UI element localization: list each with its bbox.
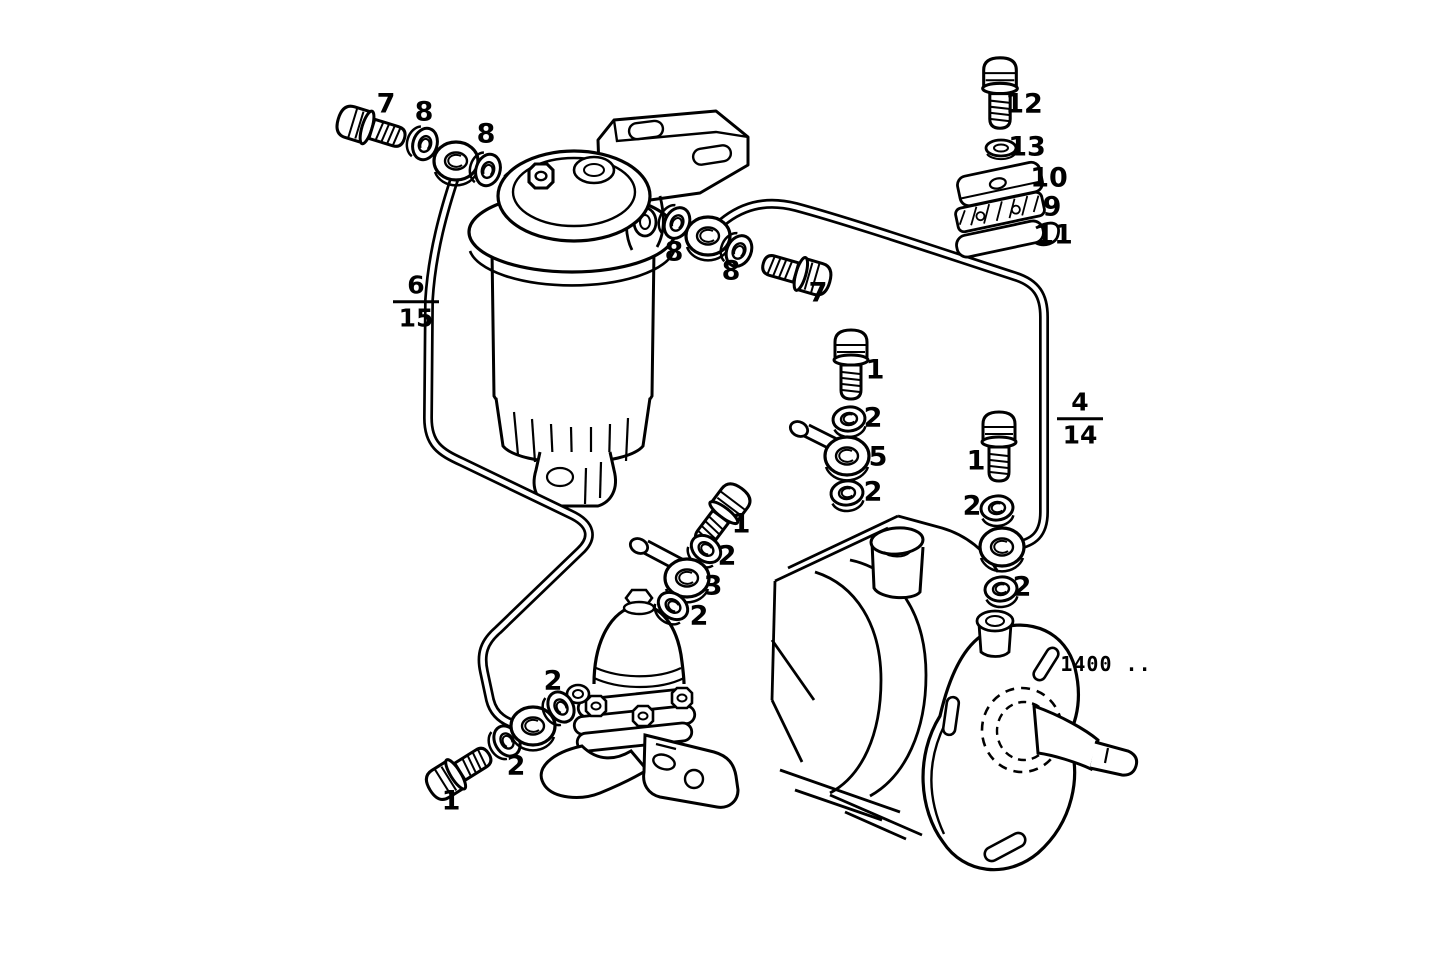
callout-part-11: 11 [1035, 219, 1073, 251]
pump-top-boss [869, 526, 925, 600]
fuel-pipe-left [422, 172, 594, 731]
callout-part-7: 7 [376, 88, 396, 120]
callout-part-7: 7 [808, 277, 828, 309]
injection-pump [770, 514, 1139, 872]
washer-2-middle-lower [828, 477, 867, 515]
callout-part-1: 1 [865, 354, 885, 386]
clamp-lower-half-11 [955, 219, 1045, 259]
callout-part-13: 13 [1008, 131, 1046, 163]
filter-lid-port [572, 155, 616, 185]
fuel-filter-assembly [467, 109, 750, 508]
feed-pump-top-bolt [622, 588, 656, 616]
callout-part-2: 2 [717, 540, 737, 572]
fitting-group-injection-pump [975, 410, 1026, 658]
injection-pump-inlet-boss [975, 609, 1015, 658]
washer-2-right-upper [978, 492, 1017, 530]
banjo-union-5 [788, 420, 871, 482]
filter-lid-bolt [527, 162, 555, 190]
callout-part-3: 3 [703, 570, 723, 602]
callout-part-8: 8 [414, 96, 434, 128]
callout-part-2: 2 [689, 600, 709, 632]
fraction-numerator: 4 [1071, 387, 1089, 417]
callout-part-8: 8 [721, 255, 741, 287]
fraction-denominator: 14 [1062, 420, 1098, 450]
washer-2-middle-upper [830, 403, 869, 441]
fitting-group-middle [788, 328, 871, 515]
callout-part-1: 1 [966, 445, 986, 477]
callout-part-5: 5 [868, 441, 888, 473]
callout-part-8: 8 [664, 236, 684, 268]
pump-drive-shaft [980, 686, 1139, 777]
bolt-7-left [331, 100, 411, 157]
fraction-bar [1057, 417, 1103, 421]
banjo-fitting-inlet [509, 705, 557, 752]
feed-pump-bracket [642, 733, 740, 809]
filter-body [490, 249, 656, 508]
banjo-fitting-pump-feed [978, 526, 1026, 573]
callout-part-1: 1 [731, 508, 751, 540]
feed-pump-body [565, 683, 697, 753]
pipe-clamp-group [954, 56, 1060, 259]
feed-pump-dome [592, 588, 686, 689]
callout-part-12: 12 [1005, 88, 1043, 120]
callout-part-9: 9 [1042, 191, 1062, 223]
drawing-ref-number: 1400 .. [1060, 652, 1152, 676]
fraction-bar [393, 300, 439, 304]
callout-part-2: 2 [1012, 571, 1032, 603]
callout-part-2: 2 [863, 476, 883, 508]
callout-fraction-6-15: 6 15 [393, 270, 439, 333]
callout-part-10: 10 [1030, 162, 1068, 194]
callout-part-1: 1 [441, 785, 461, 817]
callout-part-2: 2 [543, 665, 563, 697]
washer-13 [984, 138, 1018, 161]
fraction-denominator: 15 [398, 303, 434, 333]
feed-pump-lever [539, 744, 650, 799]
banjo-fitting-right [684, 215, 732, 262]
bolt-1-middle [832, 328, 870, 401]
callout-part-2: 2 [506, 750, 526, 782]
engine-block-lines [770, 514, 1000, 841]
filter-lid [496, 149, 652, 243]
clamp-hook [1035, 221, 1060, 247]
fitting-group-feed-pump-top [628, 476, 757, 632]
callout-part-8: 8 [476, 118, 496, 150]
pump-flange [921, 623, 1139, 872]
banjo-union-3 [628, 537, 711, 604]
callout-part-2: 2 [962, 490, 982, 522]
callout-fraction-4-14: 4 14 [1057, 387, 1103, 450]
bolt-1-right [980, 410, 1018, 483]
feed-pump [539, 588, 740, 809]
fuel-pipe-right [714, 198, 1049, 551]
callout-part-2: 2 [863, 402, 883, 434]
fraction-numerator: 6 [407, 270, 425, 300]
clamp-insert-9 [954, 190, 1046, 234]
